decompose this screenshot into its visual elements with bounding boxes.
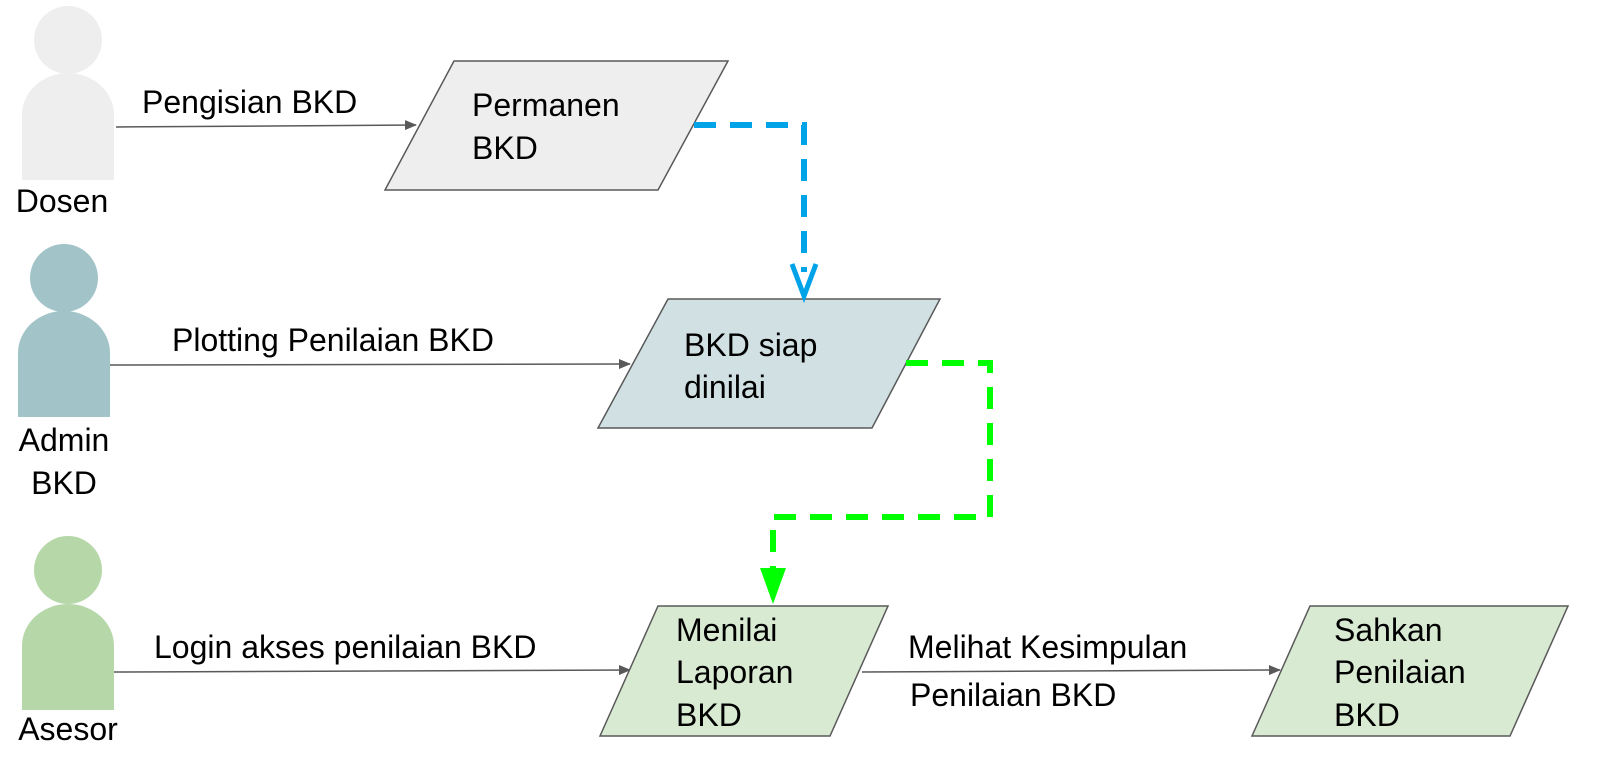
actor-admin-label-line2: BKD xyxy=(31,465,97,501)
actor-dosen-head xyxy=(34,6,102,74)
arrow-login xyxy=(113,665,631,676)
actor-asesor-label: Asesor xyxy=(18,711,118,747)
dashed-line-green xyxy=(770,360,993,570)
actor-admin-head xyxy=(30,244,98,312)
actor-asesor: Asesor xyxy=(18,536,118,747)
connector-permanen-to-siap xyxy=(694,122,819,304)
node-permanen-bkd: Permanen BKD xyxy=(383,60,730,191)
edge-label-plotting: Plotting Penilaian BKD xyxy=(172,322,494,358)
node-permanen-line1: Permanen xyxy=(472,87,620,123)
node-sahkan-penilaian-bkd: Sahkan Penilaian BKD xyxy=(1250,605,1570,737)
node-siap-line1: BKD siap xyxy=(684,327,817,363)
node-menilai-line3: BKD xyxy=(676,697,742,733)
arrowhead-green xyxy=(760,568,786,604)
actor-asesor-head xyxy=(34,536,102,604)
parallelogram-permanen xyxy=(383,60,730,191)
arrow-pengisian xyxy=(115,120,417,131)
parallelogram-siap xyxy=(596,298,942,429)
actor-dosen-body xyxy=(22,73,114,180)
arrowhead-blue xyxy=(789,263,819,304)
node-sahkan-line3: BKD xyxy=(1334,697,1400,733)
edge-login-akses: Login akses penilaian BKD xyxy=(113,629,631,676)
edge-pengisian-bkd: Pengisian BKD xyxy=(115,84,417,131)
edge-label-melihat-line1: Melihat Kesimpulan xyxy=(908,629,1187,665)
actor-asesor-body xyxy=(22,604,114,710)
edge-label-melihat-line2: Penilaian BKD xyxy=(910,677,1116,713)
edge-label-pengisian: Pengisian BKD xyxy=(142,84,357,120)
parallelogram-sahkan xyxy=(1250,605,1570,737)
node-menilai-line1: Menilai xyxy=(676,612,777,648)
actor-dosen: Dosen xyxy=(16,6,114,219)
dashed-line-blue xyxy=(694,122,807,272)
arrow-melihat xyxy=(861,665,1281,676)
node-siap-line2: dinilai xyxy=(684,369,766,405)
node-permanen-line2: BKD xyxy=(472,130,538,166)
node-bkd-siap-dinilai: BKD siap dinilai xyxy=(596,298,942,429)
actor-admin-bkd: Admin BKD xyxy=(18,244,110,501)
edge-plotting-penilaian: Plotting Penilaian BKD xyxy=(109,322,631,370)
actor-admin-label-line1: Admin xyxy=(19,422,110,458)
node-sahkan-line2: Penilaian xyxy=(1334,654,1466,690)
edge-label-login: Login akses penilaian BKD xyxy=(154,629,536,665)
actor-dosen-label: Dosen xyxy=(16,183,109,219)
node-sahkan-line1: Sahkan xyxy=(1334,612,1443,648)
node-menilai-laporan-bkd: Menilai Laporan BKD xyxy=(598,605,890,737)
actor-admin-body xyxy=(18,311,110,417)
parallelogram-menilai xyxy=(598,605,890,737)
arrow-plotting xyxy=(109,359,631,370)
connector-siap-to-menilai xyxy=(760,360,993,604)
edge-melihat-kesimpulan: Melihat Kesimpulan Penilaian BKD xyxy=(861,629,1281,713)
node-menilai-line2: Laporan xyxy=(676,654,793,690)
